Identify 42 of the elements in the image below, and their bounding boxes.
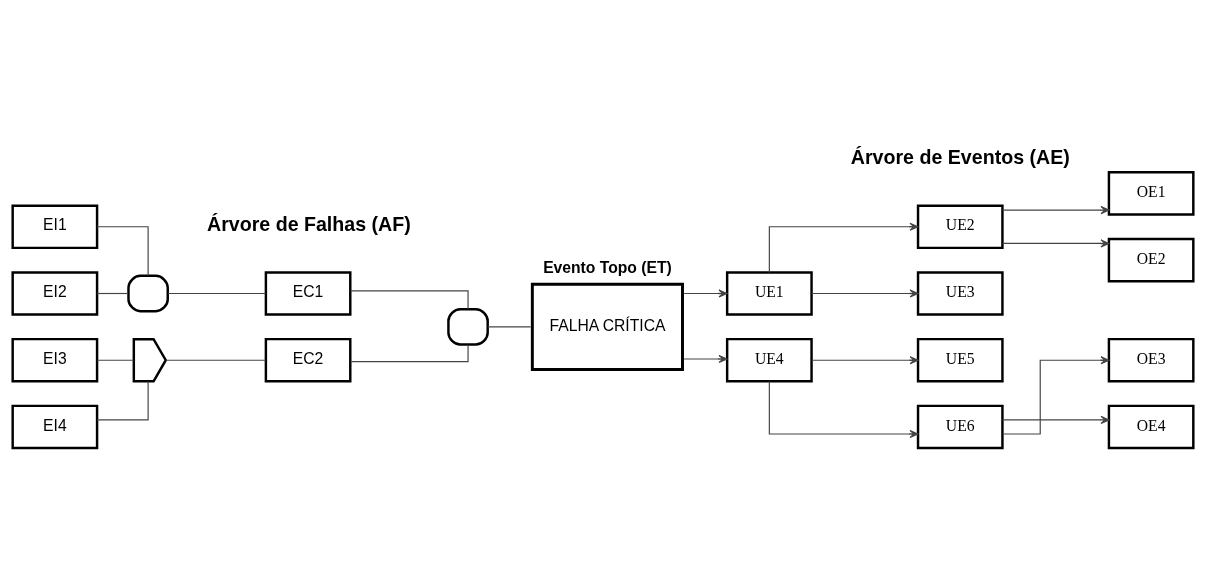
connector	[96, 359, 135, 361]
node-and-gate	[447, 307, 489, 346]
node-box: EC1	[264, 271, 352, 316]
node-and-gate	[127, 274, 169, 313]
node-box: UE1	[725, 271, 813, 316]
label: Árvore de Falhas (AF)	[207, 212, 411, 235]
connector	[96, 380, 149, 421]
node-or-gate	[132, 337, 168, 383]
node-box: EC2	[264, 337, 352, 383]
node-box: OE1	[1107, 171, 1195, 216]
node-box: OE3	[1107, 337, 1195, 383]
node-box: EI4	[11, 404, 99, 450]
arrow	[683, 354, 728, 364]
node-box: FALHA CRÍTICA	[530, 282, 684, 372]
node-box: OE4	[1107, 404, 1195, 450]
arrow	[1002, 415, 1110, 425]
node-box: OE2	[1107, 237, 1195, 283]
node-box: EI2	[11, 271, 99, 316]
node-box: EI1	[11, 204, 99, 250]
connector	[487, 326, 532, 328]
connector	[165, 359, 267, 361]
node-box: UE6	[916, 404, 1004, 450]
node-label: Evento Topo (ET)	[543, 258, 672, 276]
connector	[96, 226, 149, 277]
node-box: UE2	[916, 204, 1004, 250]
connector	[96, 292, 129, 295]
arrow	[811, 356, 919, 365]
arrow	[1002, 356, 1110, 435]
arrow	[1002, 205, 1110, 215]
connector	[349, 344, 469, 363]
arrow	[1002, 239, 1110, 248]
node-box: EI3	[11, 337, 99, 383]
node-box: UE3	[916, 271, 1004, 316]
arrow	[811, 289, 919, 298]
connector	[167, 292, 267, 295]
arrow	[768, 381, 919, 439]
arrow	[768, 222, 919, 273]
connector	[349, 290, 469, 310]
label: Árvore de Eventos (AE)	[850, 145, 1070, 168]
arrow	[683, 289, 728, 298]
node-box: UE4	[725, 337, 813, 383]
node-box: UE5	[916, 337, 1004, 383]
